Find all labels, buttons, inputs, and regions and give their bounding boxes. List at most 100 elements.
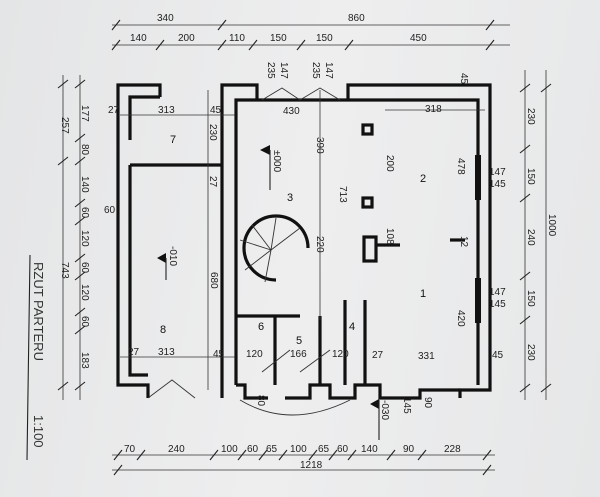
level-label: -010 [167,246,178,266]
dim-label: 90 [422,397,433,409]
dim-label: 230 [525,344,536,361]
level-label: -030 [379,400,390,420]
window [475,155,481,200]
window [475,278,481,323]
dim-label: 140 [361,444,378,455]
dim-label: 240 [168,444,185,455]
room-number: 7 [170,134,176,146]
dim-label: 90 [403,444,415,455]
dim-label: 147 [489,167,506,178]
dim-label: 80 [255,395,266,407]
dim-label: 70 [124,444,136,455]
level-arrow-icon [260,145,270,155]
dim-label: 150 [525,290,536,307]
dim-label: 145 [489,179,506,190]
walls [116,83,492,400]
dim-label: 390 [314,137,325,154]
room-number: 4 [349,321,355,333]
dim-label: 12 [458,236,469,248]
dim-label: 147 [489,287,506,298]
dim-label: 318 [425,104,442,115]
dim-label: 240 [525,229,536,246]
dim-label: 108 [384,228,395,245]
dim-label: 150 [316,33,333,44]
level-arrow-icon [370,399,379,409]
dim-label: 200 [178,33,195,44]
room-number: 3 [287,192,293,204]
dim-label: 420 [455,310,466,327]
room-number: 2 [420,173,426,185]
spiral-staircase [239,214,310,283]
dim-label: 150 [270,33,287,44]
dim-label: 257 [59,117,70,134]
dim-label: 45 [210,105,222,116]
dim-label: 228 [444,444,461,455]
dim-label: 27 [372,350,384,361]
dim-label: 860 [348,13,365,24]
dim-label: 235 [265,62,276,79]
dim-label: 60 [79,316,90,328]
dim-label: 140 [79,176,90,193]
dim-label: 177 [79,105,90,122]
title-text: RZUT PARTERU [31,262,46,361]
room-number: 1 [420,288,426,300]
dim-label: 120 [332,349,349,360]
dim-label: 27 [128,347,140,358]
dim-label: 140 [130,33,147,44]
dim-label: 680 [208,272,219,289]
interior-dimensions: 313 313 27 27 27 27 45 45 45 45 230 680 … [104,62,506,414]
dim-label: 478 [455,158,466,175]
dim-label: 110 [229,33,245,44]
dim-label: 450 [410,33,427,44]
bottom-dimension-lines: 70 240 100 60 65 100 65 60 140 90 228 12… [112,444,495,476]
dim-label: 100 [290,444,307,455]
dim-label: 230 [207,124,218,141]
dim-label: 120 [79,230,90,247]
scale-text: 1:100 [31,415,46,448]
right-dimension-lines: 230 150 240 150 230 1000 [519,70,557,400]
dim-label: 166 [290,349,307,360]
level-arrow-icon [157,253,166,263]
dim-label: 100 [221,444,238,455]
room-number: 8 [160,324,166,336]
dim-label: 220 [314,236,325,253]
drawing-title: RZUT PARTERU 1:100 [26,254,46,461]
dim-label: 200 [384,155,395,172]
dim-label: 80 [79,144,90,156]
dim-label: 183 [79,352,90,369]
dim-label: 331 [418,351,435,362]
room-labels: 1 2 3 4 5 6 7 8 [160,134,426,347]
top-dimension-lines: 340 860 140 200 110 150 150 450 [111,13,510,51]
dim-label: 235 [310,62,321,79]
dim-label: 60 [79,207,90,219]
dim-label: 60 [247,444,259,455]
dim-label: 120 [246,349,263,360]
dim-label: 340 [157,13,174,24]
dim-label: 27 [207,176,218,188]
dim-label: 60 [79,262,90,274]
level-label: ±000 [271,150,282,173]
dim-label: 150 [525,168,536,185]
dim-label: 313 [158,105,175,116]
doors [147,87,351,416]
dim-label: 147 [278,62,289,79]
dim-label: 430 [283,106,300,117]
dim-label: 27 [108,105,120,116]
dim-label: 313 [158,347,175,358]
dim-label: 743 [59,262,70,279]
dim-label: 45 [213,349,225,360]
dim-label: 713 [337,186,348,203]
level-markers: ±000 -010 -030 [157,145,390,440]
dim-label: 145 [489,299,506,310]
room-number: 5 [296,335,302,347]
dim-label: 1218 [300,460,323,471]
dim-label: 60 [104,205,116,216]
dim-label: 145 [401,397,412,414]
dim-label: 65 [318,444,330,455]
dim-label: 45 [492,350,504,361]
dim-label: 65 [266,444,278,455]
left-dimension-lines: 257 743 177 80 140 60 120 60 120 60 183 [57,75,90,400]
dim-label: 120 [79,284,90,301]
